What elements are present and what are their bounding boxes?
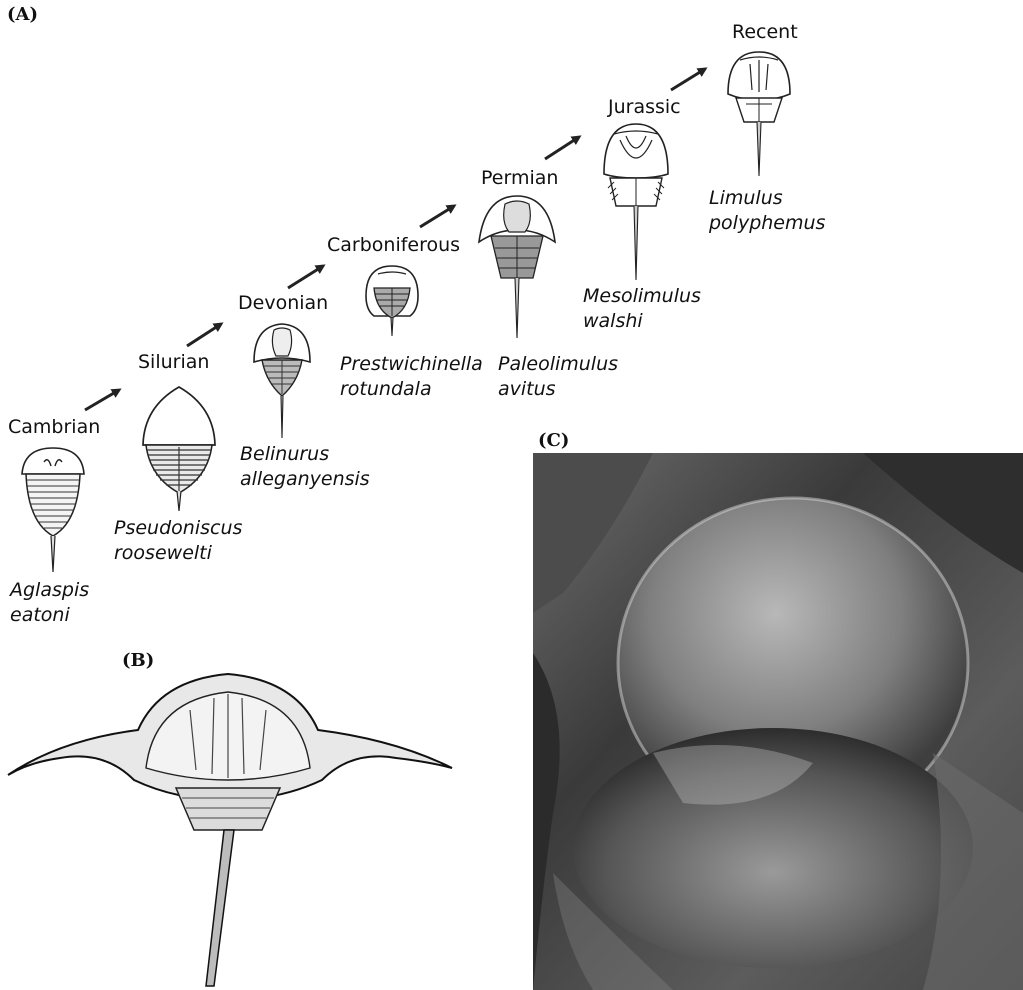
- arrow-cambrian-silurian: [85, 390, 119, 410]
- pseudoniscus-drawing: [140, 385, 218, 515]
- arrow-silurian-devonian: [187, 324, 221, 346]
- mesolimulus-drawing: [600, 120, 672, 282]
- arrow-carboniferous-permian: [420, 206, 454, 227]
- prestwichinella-drawing: [362, 262, 422, 340]
- aglaspis-drawing: [18, 444, 88, 574]
- limulus-drawing: [724, 48, 794, 178]
- arrow-devonian-carboniferous: [288, 266, 323, 288]
- arrow-jurassic-recent: [671, 69, 705, 90]
- belinurus-drawing: [252, 320, 312, 440]
- panel-c-photo: [533, 453, 1023, 990]
- paleolimulus-drawing: [477, 192, 557, 340]
- arrow-permian-jurassic: [545, 137, 579, 159]
- panel-b-drawing: [0, 670, 460, 990]
